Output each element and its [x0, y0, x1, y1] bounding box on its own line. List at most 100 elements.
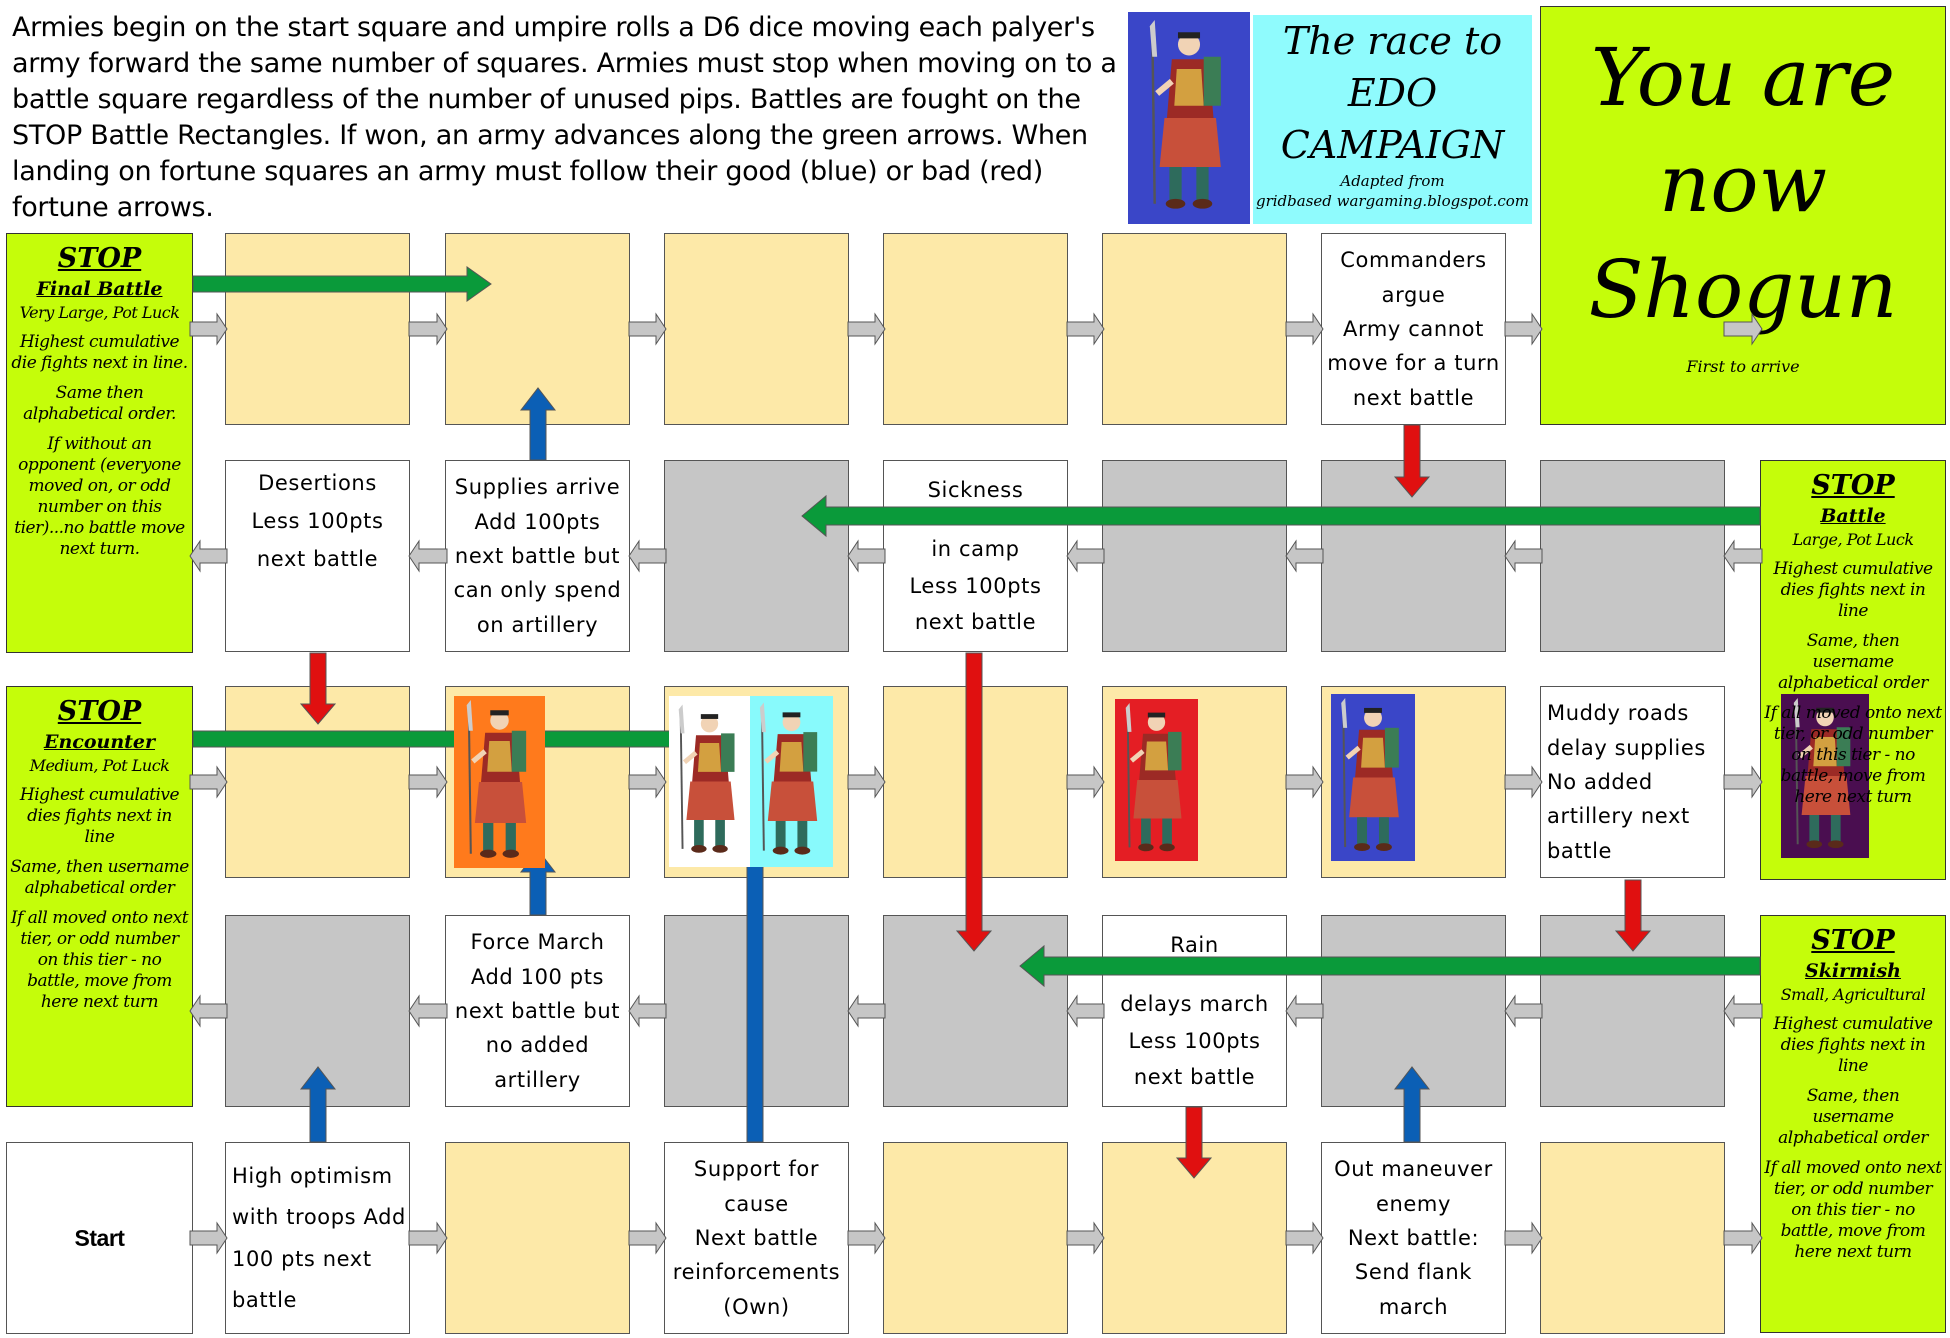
player-token-orange[interactable]: [454, 696, 545, 868]
rule-text: Same, then username alphabetical order: [10, 857, 189, 898]
square-text: next battle: [1133, 1065, 1256, 1090]
square-text: battle: [232, 1287, 298, 1312]
stop-label: STOP: [57, 243, 142, 274]
square-text: next battle: [256, 547, 379, 571]
square-text: No added: [1547, 769, 1653, 794]
square-text: (Own): [723, 1294, 790, 1319]
square-muddy-roads[interactable]: Muddy roads delay supplies No added arti…: [1540, 686, 1725, 878]
square-text: with troops Add: [232, 1205, 406, 1230]
flow-arrow-right-icon: [1066, 765, 1105, 799]
square-text: next battle but: [454, 998, 621, 1023]
square-out-maneuver[interactable]: Out maneuver enemy Next battle: Send fla…: [1321, 1142, 1506, 1334]
player-token-purple[interactable]: [1781, 694, 1869, 858]
stop-label: STOP: [1811, 925, 1895, 956]
square-text: Less 100pts: [1128, 1028, 1261, 1053]
blue-good-fortune-arrow-icon: [746, 859, 764, 1143]
rule-text: Highest cumulative die fights next in li…: [11, 332, 188, 373]
goal-line: You are: [1590, 31, 1896, 124]
square-high-optimism[interactable]: High optimism with troops Add 100 pts ne…: [225, 1142, 410, 1334]
flow-arrow-right-icon: [1504, 765, 1543, 799]
stop-label: STOP: [1811, 470, 1895, 501]
square-fortune[interactable]: [445, 1142, 630, 1334]
flow-arrow-left-icon: [189, 539, 228, 573]
square-fortune[interactable]: [883, 233, 1068, 425]
square-empty[interactable]: [1102, 460, 1287, 652]
rule-text: Same, then username alphabetical order: [1778, 631, 1928, 693]
flow-arrow-left-icon: [1066, 994, 1105, 1028]
title-box: The race to EDO CAMPAIGN Adapted from gr…: [1253, 15, 1532, 224]
flow-arrow-right-icon: [1066, 312, 1105, 346]
flow-arrow-left-icon: [1504, 539, 1543, 573]
flow-arrow-right-icon: [408, 312, 448, 346]
square-text: move for a turn: [1327, 351, 1500, 376]
flow-arrow-left-icon: [408, 539, 448, 573]
battle-name: Final Battle: [36, 278, 163, 300]
flow-arrow-right-icon: [847, 312, 886, 346]
flow-arrow-right-icon: [1285, 765, 1324, 799]
blue-good-fortune-arrow-icon: [299, 1066, 337, 1143]
goal-square-shogun: You are now Shogun First to arrive: [1540, 6, 1946, 425]
battle-name: Skirmish: [1805, 960, 1901, 982]
stop-encounter[interactable]: STOP Encounter Medium, Pot Luck Highest …: [6, 686, 193, 1107]
battle-name: Battle: [1820, 505, 1886, 527]
square-empty[interactable]: [664, 460, 849, 652]
stop-skirmish[interactable]: STOP Skirmish Small, Agricultural Highes…: [1760, 915, 1946, 1333]
square-force-march[interactable]: Force March Add 100 pts next battle but …: [445, 915, 630, 1107]
player-token-red[interactable]: [1115, 699, 1198, 861]
flow-arrow-left-icon: [1723, 539, 1763, 573]
flow-arrow-right-icon: [1723, 765, 1763, 799]
player-token-cyan[interactable]: [750, 696, 833, 867]
square-text: Rain: [1170, 932, 1219, 957]
square-text: Force March: [470, 930, 605, 955]
square-text: Support for: [693, 1157, 820, 1182]
flow-arrow-right-icon: [1504, 312, 1543, 346]
square-sickness[interactable]: Sickness in camp Less 100pts next battle: [883, 460, 1068, 652]
flow-arrow-right-icon: [189, 312, 228, 346]
player-token-blue[interactable]: [1331, 694, 1415, 861]
rule-text: If all moved onto next tier, or odd numb…: [1764, 703, 1942, 807]
rule-text: Highest cumulative dies fights next in l…: [1773, 1014, 1933, 1076]
square-text: argue: [1381, 282, 1446, 307]
source-label: gridbased wargaming.blogspot.com: [1255, 192, 1530, 210]
flow-arrow-right-icon: [1066, 1221, 1105, 1255]
square-text: Commanders: [1340, 248, 1487, 273]
green-advance-arrow-icon: [801, 494, 1761, 538]
flow-arrow-right-icon: [408, 1221, 448, 1255]
stop-final-battle[interactable]: STOP Final Battle Very Large, Pot Luck H…: [6, 233, 193, 653]
square-empty[interactable]: [1540, 915, 1725, 1107]
flow-arrow-left-icon: [1504, 994, 1543, 1028]
flow-arrow-left-icon: [847, 539, 886, 573]
battle-size: Medium, Pot Luck: [29, 756, 170, 775]
square-text: next battle but: [454, 543, 621, 568]
square-start[interactable]: Start: [6, 1142, 193, 1334]
player-token-white[interactable]: [669, 696, 750, 867]
square-supplies-arrive[interactable]: Supplies arrive Add 100pts next battle b…: [445, 460, 630, 652]
flow-arrow-right-icon: [1723, 312, 1763, 346]
square-text: artillery next: [1547, 804, 1690, 829]
square-desertions[interactable]: Desertions Less 100pts next battle: [225, 460, 410, 652]
flow-arrow-left-icon: [1066, 539, 1105, 573]
square-text: next battle: [1352, 385, 1475, 410]
title-line: The race to: [1282, 19, 1503, 63]
instructions-text: Armies begin on the start square and ump…: [12, 12, 1117, 223]
title-line: CAMPAIGN: [1280, 123, 1505, 167]
flow-arrow-left-icon: [408, 994, 448, 1028]
flow-arrow-right-icon: [408, 765, 448, 799]
green-advance-arrow-icon: [1019, 944, 1761, 988]
square-fortune[interactable]: [664, 233, 849, 425]
square-text: High optimism: [232, 1164, 393, 1189]
square-fortune[interactable]: [883, 1142, 1068, 1334]
rule-text: If all moved onto next tier, or odd numb…: [1764, 1158, 1942, 1262]
blue-good-fortune-arrow-icon: [519, 387, 557, 461]
square-support-for-cause[interactable]: Support for cause Next battle reinforcem…: [664, 1142, 849, 1334]
flow-arrow-left-icon: [1285, 994, 1324, 1028]
square-commanders-argue[interactable]: Commanders argue Army cannot move for a …: [1321, 233, 1506, 425]
flow-arrow-right-icon: [847, 1221, 886, 1255]
square-empty[interactable]: [1540, 460, 1725, 652]
square-text: Sickness: [927, 477, 1024, 502]
start-label: Start: [74, 1224, 125, 1251]
flow-arrow-left-icon: [628, 539, 667, 573]
battle-name: Encounter: [43, 731, 156, 753]
square-fortune[interactable]: [1540, 1142, 1725, 1334]
